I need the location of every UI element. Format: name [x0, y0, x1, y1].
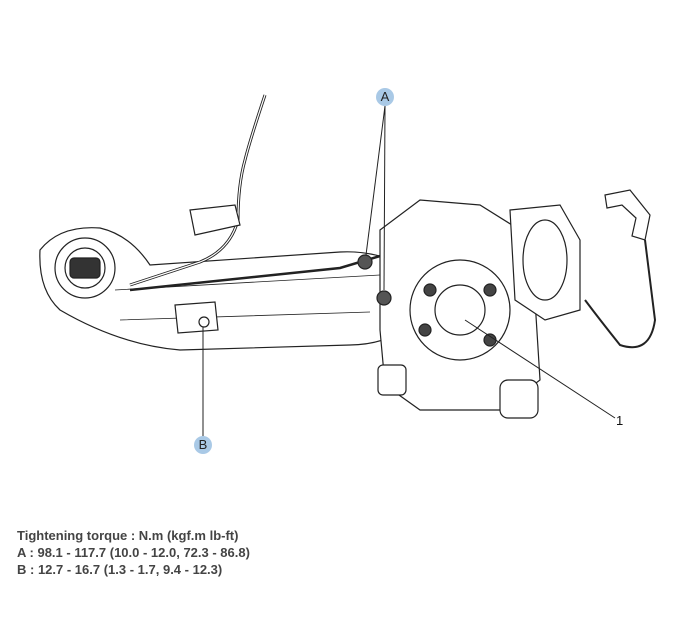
torque-spec: Tightening torque : N.m (kgf.m lb-ft) A … [17, 527, 250, 578]
brake-line [129, 94, 267, 287]
torque-spec-title: Tightening torque : N.m (kgf.m lb-ft) [17, 528, 239, 543]
hub-bolt [423, 283, 437, 297]
lower-link-bushing-right [499, 379, 539, 419]
bolt-a-lower [376, 290, 392, 306]
sensor-connector [604, 189, 651, 241]
hub [409, 259, 511, 361]
part-number-1: 1 [616, 413, 624, 428]
bracket-upper [189, 204, 241, 236]
arm-bushing-inner [64, 247, 106, 289]
bolt-a-upper [357, 254, 373, 270]
brake-line-highlight [129, 94, 266, 286]
hub-bolt [418, 323, 432, 337]
torque-spec-a: A : 98.1 - 117.7 (10.0 - 12.0, 72.3 - 86… [17, 545, 250, 560]
brake-caliper [509, 204, 581, 321]
leader-line-1 [464, 319, 616, 419]
bolt-b [198, 316, 210, 328]
hose-bracket [174, 301, 219, 334]
hub-center [434, 284, 486, 336]
arm-bushing-core [69, 257, 101, 279]
hub-bolt [483, 283, 497, 297]
lower-link-bushing [377, 364, 407, 396]
caliper-piston [522, 219, 568, 301]
leader-line-a [383, 105, 386, 291]
callout-b: B [194, 436, 212, 454]
leader-line-a [365, 105, 386, 256]
sensor-cable [584, 239, 657, 349]
callout-a: A [376, 88, 394, 106]
torque-spec-b: B : 12.7 - 16.7 (1.3 - 1.7, 9.4 - 12.3) [17, 562, 223, 577]
